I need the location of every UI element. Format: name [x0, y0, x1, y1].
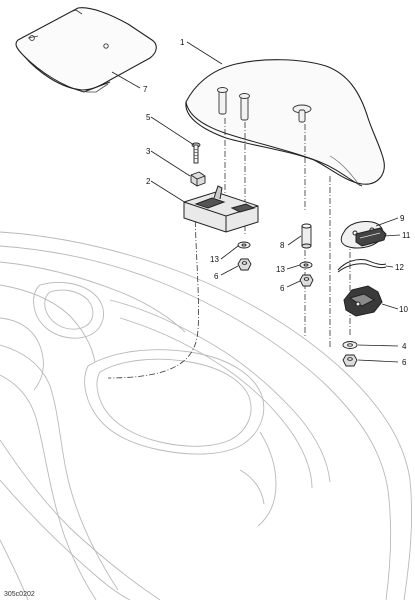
spacer-part-8	[301, 223, 312, 249]
callout-1: 1	[180, 38, 185, 47]
callout-4: 4	[402, 342, 407, 351]
callout-13-middle: 13	[276, 265, 285, 274]
clip-part-11	[355, 227, 387, 247]
callout-6-middle: 6	[280, 284, 285, 293]
spring-part-12	[337, 259, 387, 273]
callout-6-left: 6	[214, 272, 219, 281]
callout-9: 9	[400, 214, 405, 223]
callout-6-right: 6	[402, 358, 407, 367]
callout-leader-lines	[111, 41, 401, 363]
nut-part-6-left	[237, 258, 252, 271]
seat-mount-studs	[217, 87, 312, 123]
screw-part-5	[191, 142, 201, 164]
storage-cover-part-7	[15, 7, 157, 93]
lock-part-10	[343, 285, 383, 317]
washer-part-13-middle	[299, 261, 313, 269]
figure-reference-code: 305c0202	[4, 591, 35, 598]
callout-5: 5	[146, 113, 151, 122]
callout-labels: 1 2 3 4 5 6 6 6 7 8 9 10 11 12 13 13	[143, 38, 411, 367]
nut-part-6-right	[342, 354, 358, 367]
nut-part-6-middle	[299, 274, 314, 287]
callout-8: 8	[280, 241, 285, 250]
square-nut-part-3	[190, 171, 206, 187]
callout-11: 11	[402, 231, 411, 240]
hull-deck-outline	[0, 231, 413, 600]
latch-bracket-part-2	[183, 185, 259, 233]
callout-3: 3	[146, 147, 151, 156]
washer-part-4	[342, 341, 358, 349]
callout-12: 12	[395, 263, 404, 272]
callout-7: 7	[143, 85, 148, 94]
seat-lid-part-1	[185, 59, 385, 187]
callout-13-left: 13	[210, 255, 219, 264]
washer-part-13-left	[237, 241, 251, 249]
callout-10: 10	[399, 305, 408, 314]
callout-2: 2	[146, 177, 151, 186]
